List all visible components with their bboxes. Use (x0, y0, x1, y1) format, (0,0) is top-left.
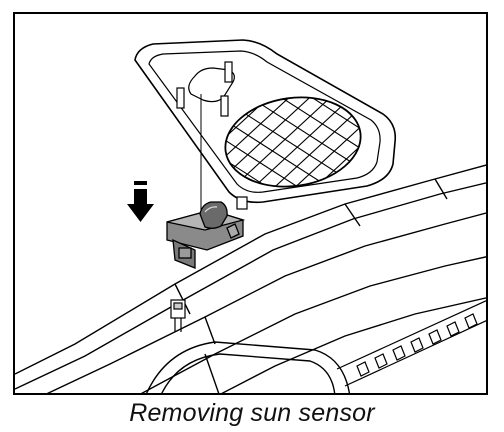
defroster-vent (336, 300, 486, 387)
sun-sensor-removal-diagram (15, 39, 486, 393)
vent-slat (464, 313, 478, 329)
vent-slat (374, 353, 388, 369)
speaker-grille-cover (134, 39, 397, 210)
down-arrow-icon (127, 181, 154, 222)
vent-slat (428, 329, 442, 345)
vent-slat (356, 361, 370, 377)
figure-caption: Removing sun sensor (129, 399, 375, 427)
diagram-frame (13, 12, 488, 395)
vent-slat (446, 321, 460, 337)
dashboard-panel (15, 164, 486, 393)
vent-slat (392, 345, 406, 361)
sun-sensor (166, 201, 246, 269)
vent-slat (410, 337, 424, 353)
sensor-connector (170, 299, 186, 332)
